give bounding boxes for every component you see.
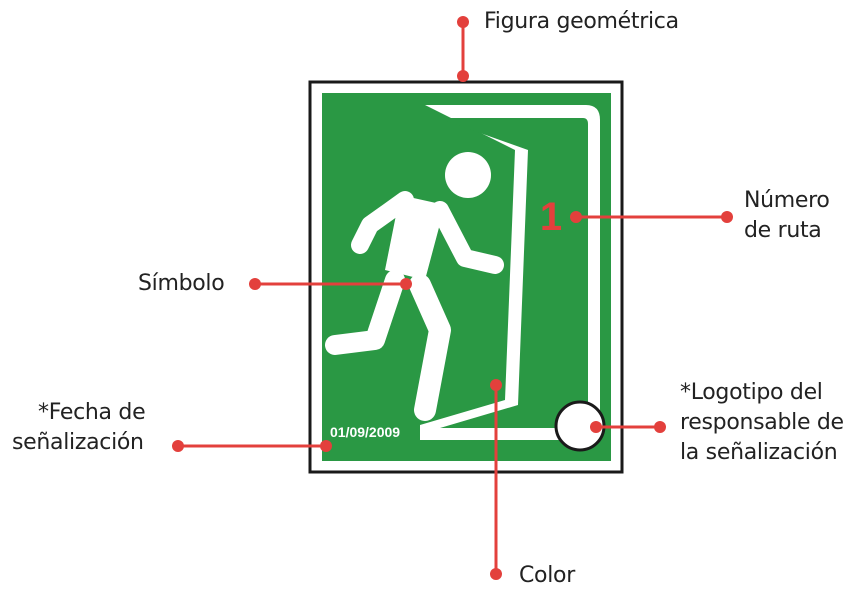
callout-lines [178,22,727,574]
label-color: Color [519,563,575,588]
sign-date: 01/09/2009 [330,424,400,440]
route-number: 1 [540,195,562,239]
label-logotipo: *Logotipo del responsable de la señaliza… [680,380,844,465]
label-simbolo: Símbolo [138,271,225,296]
running-man-icon [325,152,504,421]
callout-dots [172,16,733,580]
label-fecha-de-senalizacion: *Fecha de señalización [12,400,146,455]
label-numero-de-ruta: Número de ruta [744,188,830,243]
label-figura-geometrica: Figura geométrica [484,9,679,34]
